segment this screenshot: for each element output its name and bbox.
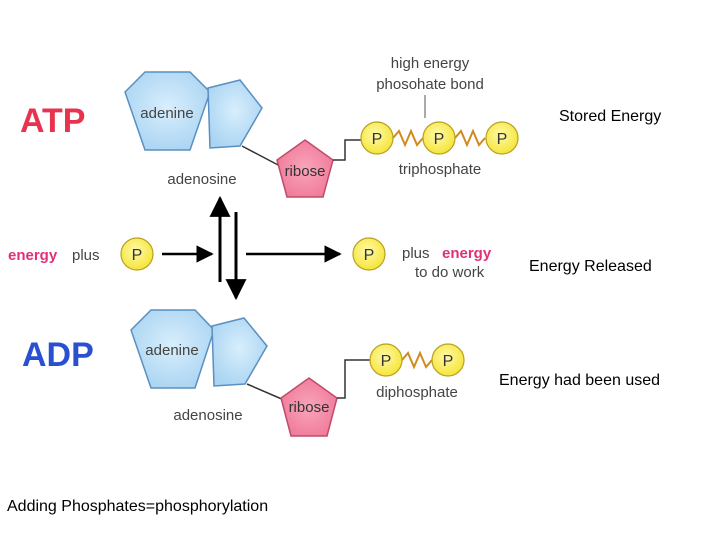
phosphate-out-circle [352, 237, 386, 271]
adp-bond-zigzag [401, 350, 433, 370]
atp-bond-zigzag-2 [454, 128, 486, 148]
energy-in-plus: plus [72, 247, 100, 264]
adp-adenine-label: adenine [145, 342, 198, 359]
atp-bond-label-line2: phosohate bond [376, 76, 484, 93]
atp-phosphate-2-label: P [434, 131, 445, 148]
atp-phosphate-3-circle [485, 121, 519, 155]
atp-phosphate-1-label: P [372, 131, 383, 148]
atp-phosphate-3: P [485, 121, 519, 155]
adp-phosphate-1-label: P [381, 353, 392, 370]
atp-phosphate-2: P [422, 121, 456, 155]
adp-diphosphate-label: diphosphate [376, 384, 458, 401]
atp-bond-zigzag-1 [392, 128, 424, 148]
atp-phosphate-1: P [360, 121, 394, 155]
energy-out-to-do-work: to do work [415, 264, 485, 281]
atp-ribose-label: ribose [285, 163, 326, 180]
adp-adenosine-label: adenosine [173, 407, 242, 424]
adp-phosphate-2: P [431, 343, 465, 377]
phosphate-in-label: P [132, 247, 143, 264]
atp-adenine-group: adenine [124, 71, 263, 151]
adp-phosphate-2-label: P [443, 353, 454, 370]
atp-title: ATP [20, 102, 85, 140]
adp-title: ADP [22, 336, 94, 374]
note-stored-energy: Stored Energy [559, 108, 662, 125]
atp-ribose-pentagon [276, 139, 334, 198]
atp-phosphate-2-circle [422, 121, 456, 155]
adp-adenine-pentagon [211, 317, 268, 387]
adp-phosphate-1: P [369, 343, 403, 377]
adp-ribose-pentagon [280, 377, 338, 437]
note-energy-released: Energy Released [529, 258, 652, 275]
adp-ribose-phosphate-link [337, 359, 370, 399]
energy-out-plus: plus [402, 245, 430, 262]
atp-adenosine-label: adenosine [167, 171, 236, 188]
phosphate-out-label: P [364, 247, 375, 264]
atp-adenine-label: adenine [140, 105, 193, 122]
atp-adenine-ribose-bond [241, 145, 281, 167]
phosphate-in-circle [120, 237, 154, 271]
caption-phosphorylation: Adding Phosphates=phosphorylation [7, 498, 269, 515]
adp-adenine-ribose-bond [246, 383, 285, 401]
adp-phosphate-1-circle [369, 343, 403, 377]
phosphate-out: P [352, 237, 386, 271]
atp-ribose-phosphate-link [333, 139, 362, 161]
adp-ribose-label: ribose [289, 399, 330, 416]
atp-phosphate-3-label: P [497, 131, 508, 148]
phosphate-in: P [120, 237, 154, 271]
atp-phosphate-1-circle [360, 121, 394, 155]
energy-out-word: energy [442, 245, 492, 262]
energy-in-word: energy [8, 247, 58, 264]
atp-bond-label-line1: high energy [391, 55, 470, 72]
atp-adenine-pentagon [207, 79, 263, 149]
atp-triphosphate-label: triphosphate [399, 161, 482, 178]
note-energy-used: Energy had been used [499, 372, 661, 389]
adp-adenine-group: adenine [130, 309, 268, 389]
adp-phosphate-2-circle [431, 343, 465, 377]
